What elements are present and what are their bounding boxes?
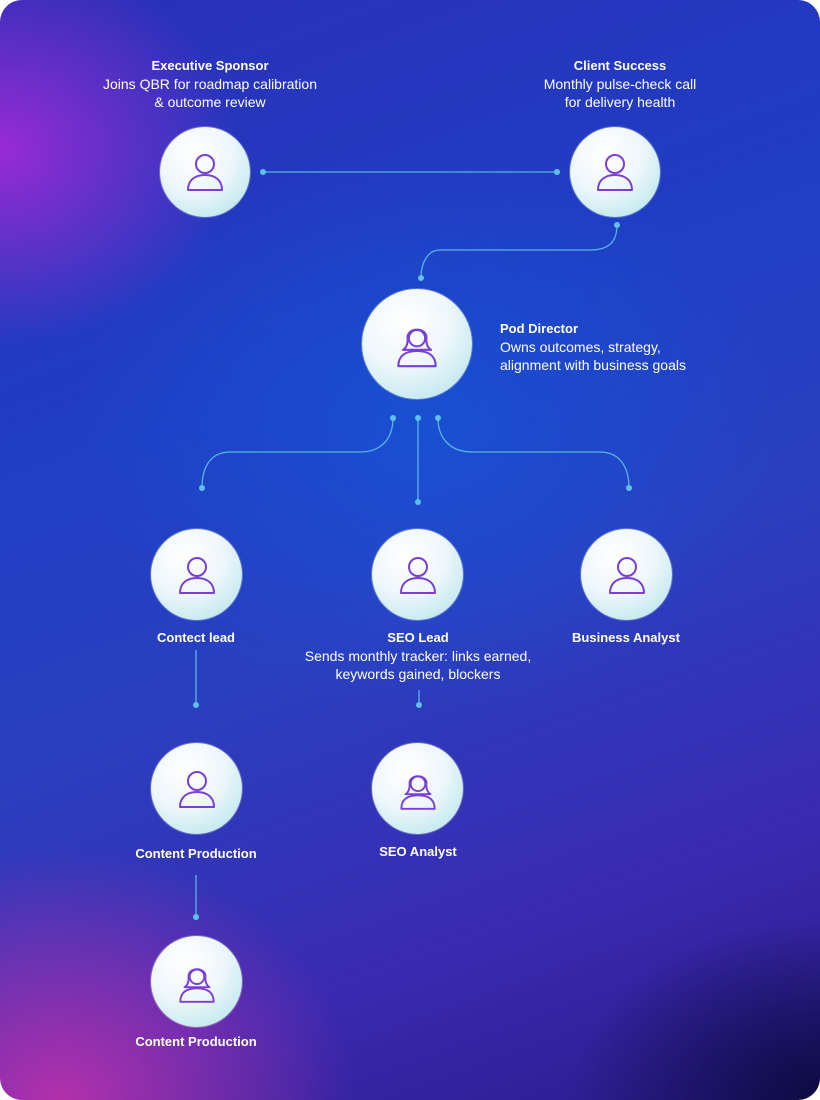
seo-lead-node[interactable] — [372, 529, 463, 620]
content-production-1-label: Content Production — [96, 845, 296, 863]
node-title: Content Production — [135, 846, 257, 861]
content-production-2-node[interactable] — [151, 936, 242, 1027]
connector-dot — [418, 275, 424, 281]
person-icon — [178, 556, 215, 594]
connector-director-content-lead — [201, 417, 394, 489]
woman-icon — [178, 967, 215, 1003]
node-desc: Monthly pulse-check call — [543, 76, 697, 92]
seo-lead-label: SEO Lead Sends monthly tracker: links ea… — [268, 629, 568, 683]
connector-dot — [260, 169, 266, 175]
content-production-1-node[interactable] — [151, 743, 242, 834]
person-icon — [608, 556, 645, 594]
node-desc: keywords gained, blockers — [335, 666, 501, 682]
woman-icon — [399, 774, 436, 810]
node-title: SEO Lead — [387, 630, 449, 645]
content-lead-node[interactable] — [151, 529, 242, 620]
node-title: Client Success — [573, 58, 667, 73]
node-title: Executive Sponsor — [151, 58, 269, 73]
connector-director-business-analyst — [437, 417, 630, 489]
pod-director-label: Pod Director Owns outcomes, strategy, al… — [500, 320, 800, 374]
connector-dot — [199, 485, 205, 491]
content-lead-label: Contect lead — [96, 629, 296, 647]
node-desc: & outcome review — [154, 94, 266, 110]
client-success-node[interactable] — [570, 127, 660, 217]
executive-sponsor-label: Executive Sponsor Joins QBR for roadmap … — [60, 57, 360, 111]
woman-icon — [397, 328, 437, 368]
node-title: Business Analyst — [572, 630, 680, 645]
person-icon — [178, 770, 215, 808]
node-title: SEO Analyst — [379, 844, 457, 859]
connector-client-director — [420, 224, 618, 279]
node-desc: Owns outcomes, strategy, — [500, 339, 661, 355]
connector-dot — [614, 222, 620, 228]
connector-dot — [626, 485, 632, 491]
node-desc: Joins QBR for roadmap calibration — [103, 76, 317, 92]
node-title: Pod Director — [500, 321, 579, 336]
connector-dot — [193, 914, 199, 920]
seo-analyst-label: SEO Analyst — [318, 843, 518, 861]
node-desc: Sends monthly tracker: links earned, — [304, 648, 532, 664]
node-desc: alignment with business goals — [500, 357, 686, 373]
connector-dot — [415, 415, 421, 421]
person-icon — [187, 154, 223, 191]
node-title: Content Production — [135, 1034, 257, 1049]
connector-dot — [416, 702, 422, 708]
connector-dot — [435, 415, 441, 421]
node-title: Contect lead — [156, 630, 235, 645]
pod-director-node[interactable] — [362, 289, 472, 399]
connector-dot — [193, 702, 199, 708]
connector-dot — [554, 169, 560, 175]
person-icon — [597, 154, 633, 191]
connector-dot — [415, 499, 421, 505]
node-desc: for delivery health — [564, 94, 676, 110]
connector-dot — [390, 415, 396, 421]
business-analyst-node[interactable] — [581, 529, 672, 620]
seo-analyst-node[interactable] — [372, 743, 463, 834]
content-production-2-label: Content Production — [96, 1033, 296, 1051]
executive-sponsor-node[interactable] — [160, 127, 250, 217]
person-icon — [399, 556, 436, 594]
client-success-label: Client Success Monthly pulse-check call … — [490, 57, 750, 111]
business-analyst-label: Business Analyst — [526, 629, 726, 647]
